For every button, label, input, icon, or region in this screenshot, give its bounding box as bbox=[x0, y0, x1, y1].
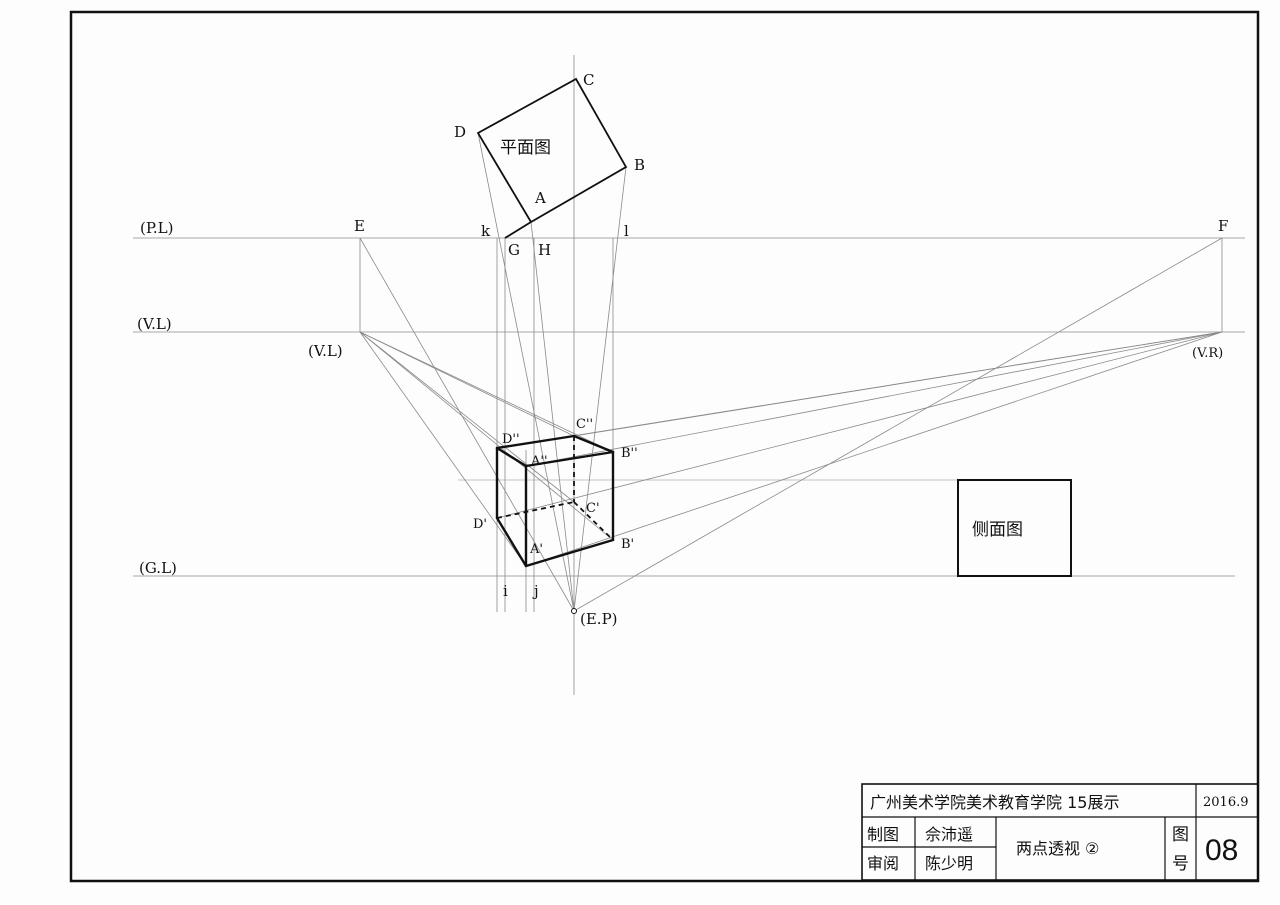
vr-ray-3 bbox=[525, 331, 1223, 567]
plan-b-label: B bbox=[634, 156, 645, 174]
box-c-bottom-label: C' bbox=[586, 501, 600, 516]
plan-a-label: A bbox=[534, 189, 546, 207]
sheet-border bbox=[69, 10, 1260, 883]
visual-line-label: (V.L) bbox=[137, 315, 172, 333]
point-k-label: k bbox=[481, 222, 491, 240]
point-h-label: H bbox=[538, 241, 551, 259]
box-c-top-label: C'' bbox=[576, 417, 593, 432]
box-b-top-label: B'' bbox=[621, 446, 638, 461]
vanishing-left-label: (V.L) bbox=[308, 342, 343, 360]
sight-line-d bbox=[477, 132, 575, 612]
box-top-front-left bbox=[495, 446, 528, 468]
plan-c-label: C bbox=[583, 71, 594, 89]
box-top-left-edge bbox=[495, 434, 576, 450]
point-l-label: l bbox=[624, 222, 629, 240]
plan-view-label: 平面图 bbox=[500, 138, 551, 158]
sight-line-a bbox=[530, 221, 575, 612]
vanishing-right-label: (V.R) bbox=[1192, 346, 1223, 361]
box-d-top-label: D'' bbox=[502, 432, 520, 447]
box-bottom-right-edge bbox=[524, 538, 615, 568]
vl-ray-1 bbox=[359, 331, 614, 453]
vl-ray-4 bbox=[359, 331, 575, 503]
ground-line-label: (G.L) bbox=[139, 559, 177, 577]
box-top-right-edge bbox=[572, 434, 615, 454]
vr-ray-4 bbox=[496, 331, 1223, 519]
sight-line-b bbox=[573, 166, 627, 612]
side-view-label: 侧面图 bbox=[972, 520, 1023, 540]
point-j-label: j bbox=[532, 582, 539, 600]
sight-line-f bbox=[573, 237, 1223, 612]
sight-line-e bbox=[359, 237, 575, 612]
box-hidden-right bbox=[573, 501, 614, 541]
vr-ray-5 bbox=[573, 331, 1223, 437]
box-top-front-right bbox=[524, 450, 615, 468]
box-a-bottom-label: A' bbox=[529, 542, 543, 557]
reviewed-by-name: 陈少明 bbox=[925, 854, 973, 873]
title-block-institution: 广州美术学院美术教育学院 15展示 bbox=[870, 793, 1119, 812]
point-f-label: F bbox=[1218, 217, 1228, 235]
box-hidden-left bbox=[496, 501, 575, 519]
drawn-by-name: 佘沛遥 bbox=[925, 825, 973, 844]
vr-ray-2 bbox=[525, 331, 1223, 467]
vl-ray-5 bbox=[359, 331, 527, 567]
picture-plane-label: (P.L) bbox=[140, 219, 174, 237]
box-bottom-left-edge bbox=[495, 516, 528, 568]
plan-to-g-line bbox=[504, 221, 532, 239]
box-a-top-label: A'' bbox=[530, 454, 548, 469]
reviewed-by-label: 审阅 bbox=[867, 854, 899, 873]
drawn-by-label: 制图 bbox=[867, 825, 899, 844]
box-b-bottom-label: B' bbox=[621, 537, 634, 552]
eye-point-label: (E.P) bbox=[580, 610, 618, 628]
vl-ray-3 bbox=[359, 331, 575, 437]
title-block: 广州美术学院美术教育学院 15展示 2016.9 制图 佘沛遥 审阅 陈少明 两… bbox=[861, 783, 1259, 881]
eye-point-marker bbox=[571, 608, 577, 614]
point-g-label: G bbox=[508, 241, 520, 259]
box-d-bottom-label: D' bbox=[473, 517, 487, 532]
point-i-label: i bbox=[503, 582, 508, 600]
title-block-date: 2016.9 bbox=[1203, 795, 1249, 810]
sheet-number: 08 bbox=[1205, 834, 1238, 867]
sheet-label-bottom: 号 bbox=[1172, 854, 1189, 874]
side-view-box bbox=[957, 479, 1072, 577]
vl-ray-2 bbox=[359, 331, 614, 541]
plan-view-square bbox=[476, 77, 628, 224]
sheet-label-top: 图 bbox=[1172, 825, 1189, 845]
plan-d-label: D bbox=[454, 123, 466, 141]
drawing-title: 两点透视 bbox=[1016, 839, 1080, 858]
drawing-index: ② bbox=[1085, 839, 1099, 858]
point-e-label: E bbox=[354, 217, 365, 235]
